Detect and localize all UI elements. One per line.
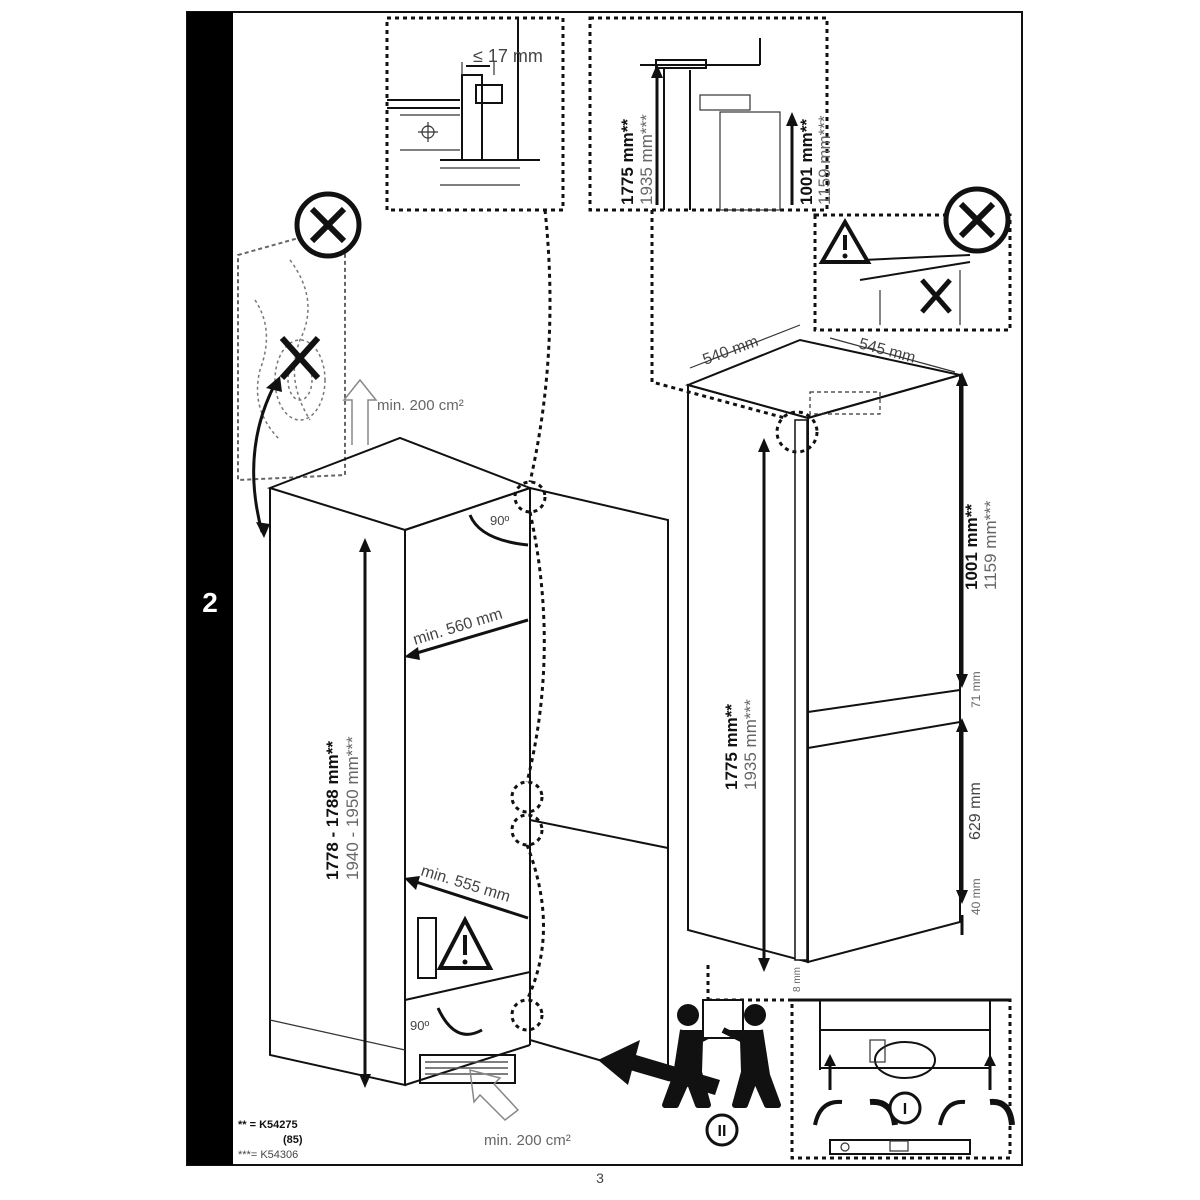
inset-height-upper-alt: 1159 mm*** [815, 115, 834, 205]
inset-height-main-alt: 1935 mm*** [637, 114, 656, 205]
page-number: 3 [596, 1170, 604, 1186]
appliance-gap-mid: 71 mm [969, 671, 983, 708]
step-two-badge: II [705, 1113, 739, 1147]
niche-height-alt: 1940 - 1950 mm*** [343, 736, 362, 880]
appliance-gap-bottom: 40 mm [969, 878, 983, 915]
inset-height-main-bold: 1775 mm** [618, 119, 637, 205]
appliance-foot-label: 8 mm [792, 967, 803, 992]
leveling-feet-inset [790, 998, 1012, 1160]
appliance-hinge-marker [775, 410, 819, 454]
people-carrying-icon [662, 999, 781, 1108]
footnote-triple-star: ***= K54306 [238, 1149, 298, 1161]
step-one-label: I [903, 1101, 907, 1118]
warning-icon [818, 217, 872, 264]
prohibited-icon [294, 191, 362, 259]
niche-angle-top: 90º [490, 513, 509, 528]
step-one-badge: I [888, 1091, 922, 1125]
warning-icon [417, 915, 494, 979]
step-two-label: II [718, 1123, 727, 1140]
appliance-lower-label: 629 mm [967, 782, 984, 840]
distance-arrow-icon [252, 376, 282, 538]
step-bar [187, 12, 233, 1165]
prohibited-icon [943, 186, 1011, 254]
vent-arrow-bottom-icon [469, 1068, 520, 1121]
wood-wall-illustration [237, 223, 346, 482]
appliance-upper-bold: 1001 mm** [962, 504, 981, 590]
step-number: 2 [202, 587, 218, 618]
footnote-double-star: ** = K54275 [238, 1119, 298, 1131]
cross-mark-icon [920, 278, 952, 314]
appliance-body [684, 338, 961, 964]
page-frame [186, 11, 1023, 1166]
adjustment-arrow-icon [813, 1054, 1015, 1126]
appliance-height-alt: 1935 mm*** [741, 699, 760, 790]
footnote-double-star-sub: (85) [283, 1134, 303, 1146]
arrow-icon [598, 1040, 720, 1095]
niche-width-bottom-dimension [404, 876, 529, 920]
niche-angle-bottom: 90º [410, 1018, 429, 1033]
inset-height-upper-bold: 1001 mm** [797, 119, 816, 205]
height-detail-inset: 1775 mm** 1935 mm*** 1001 mm** 1159 mm**… [588, 16, 834, 212]
hinge-gap-label: ≤ 17 mm [473, 46, 543, 66]
hinge-markers [510, 209, 552, 1032]
vent-top-label: min. 200 cm² [377, 397, 464, 414]
niche-width-top-dimension [404, 618, 529, 660]
appliance-upper-alt: 1159 mm*** [981, 500, 1000, 590]
vent-arrow-top-icon [342, 378, 378, 445]
vent-bottom-label: min. 200 cm² [484, 1132, 571, 1149]
niche-height-bold: 1778 - 1788 mm** [323, 741, 342, 880]
hinge-detail-inset: ≤ 17 mm [385, 16, 565, 212]
cross-mark-icon [279, 335, 321, 381]
niche-height-dimension [359, 538, 371, 1088]
appliance-height-bold: 1775 mm** [722, 704, 741, 790]
